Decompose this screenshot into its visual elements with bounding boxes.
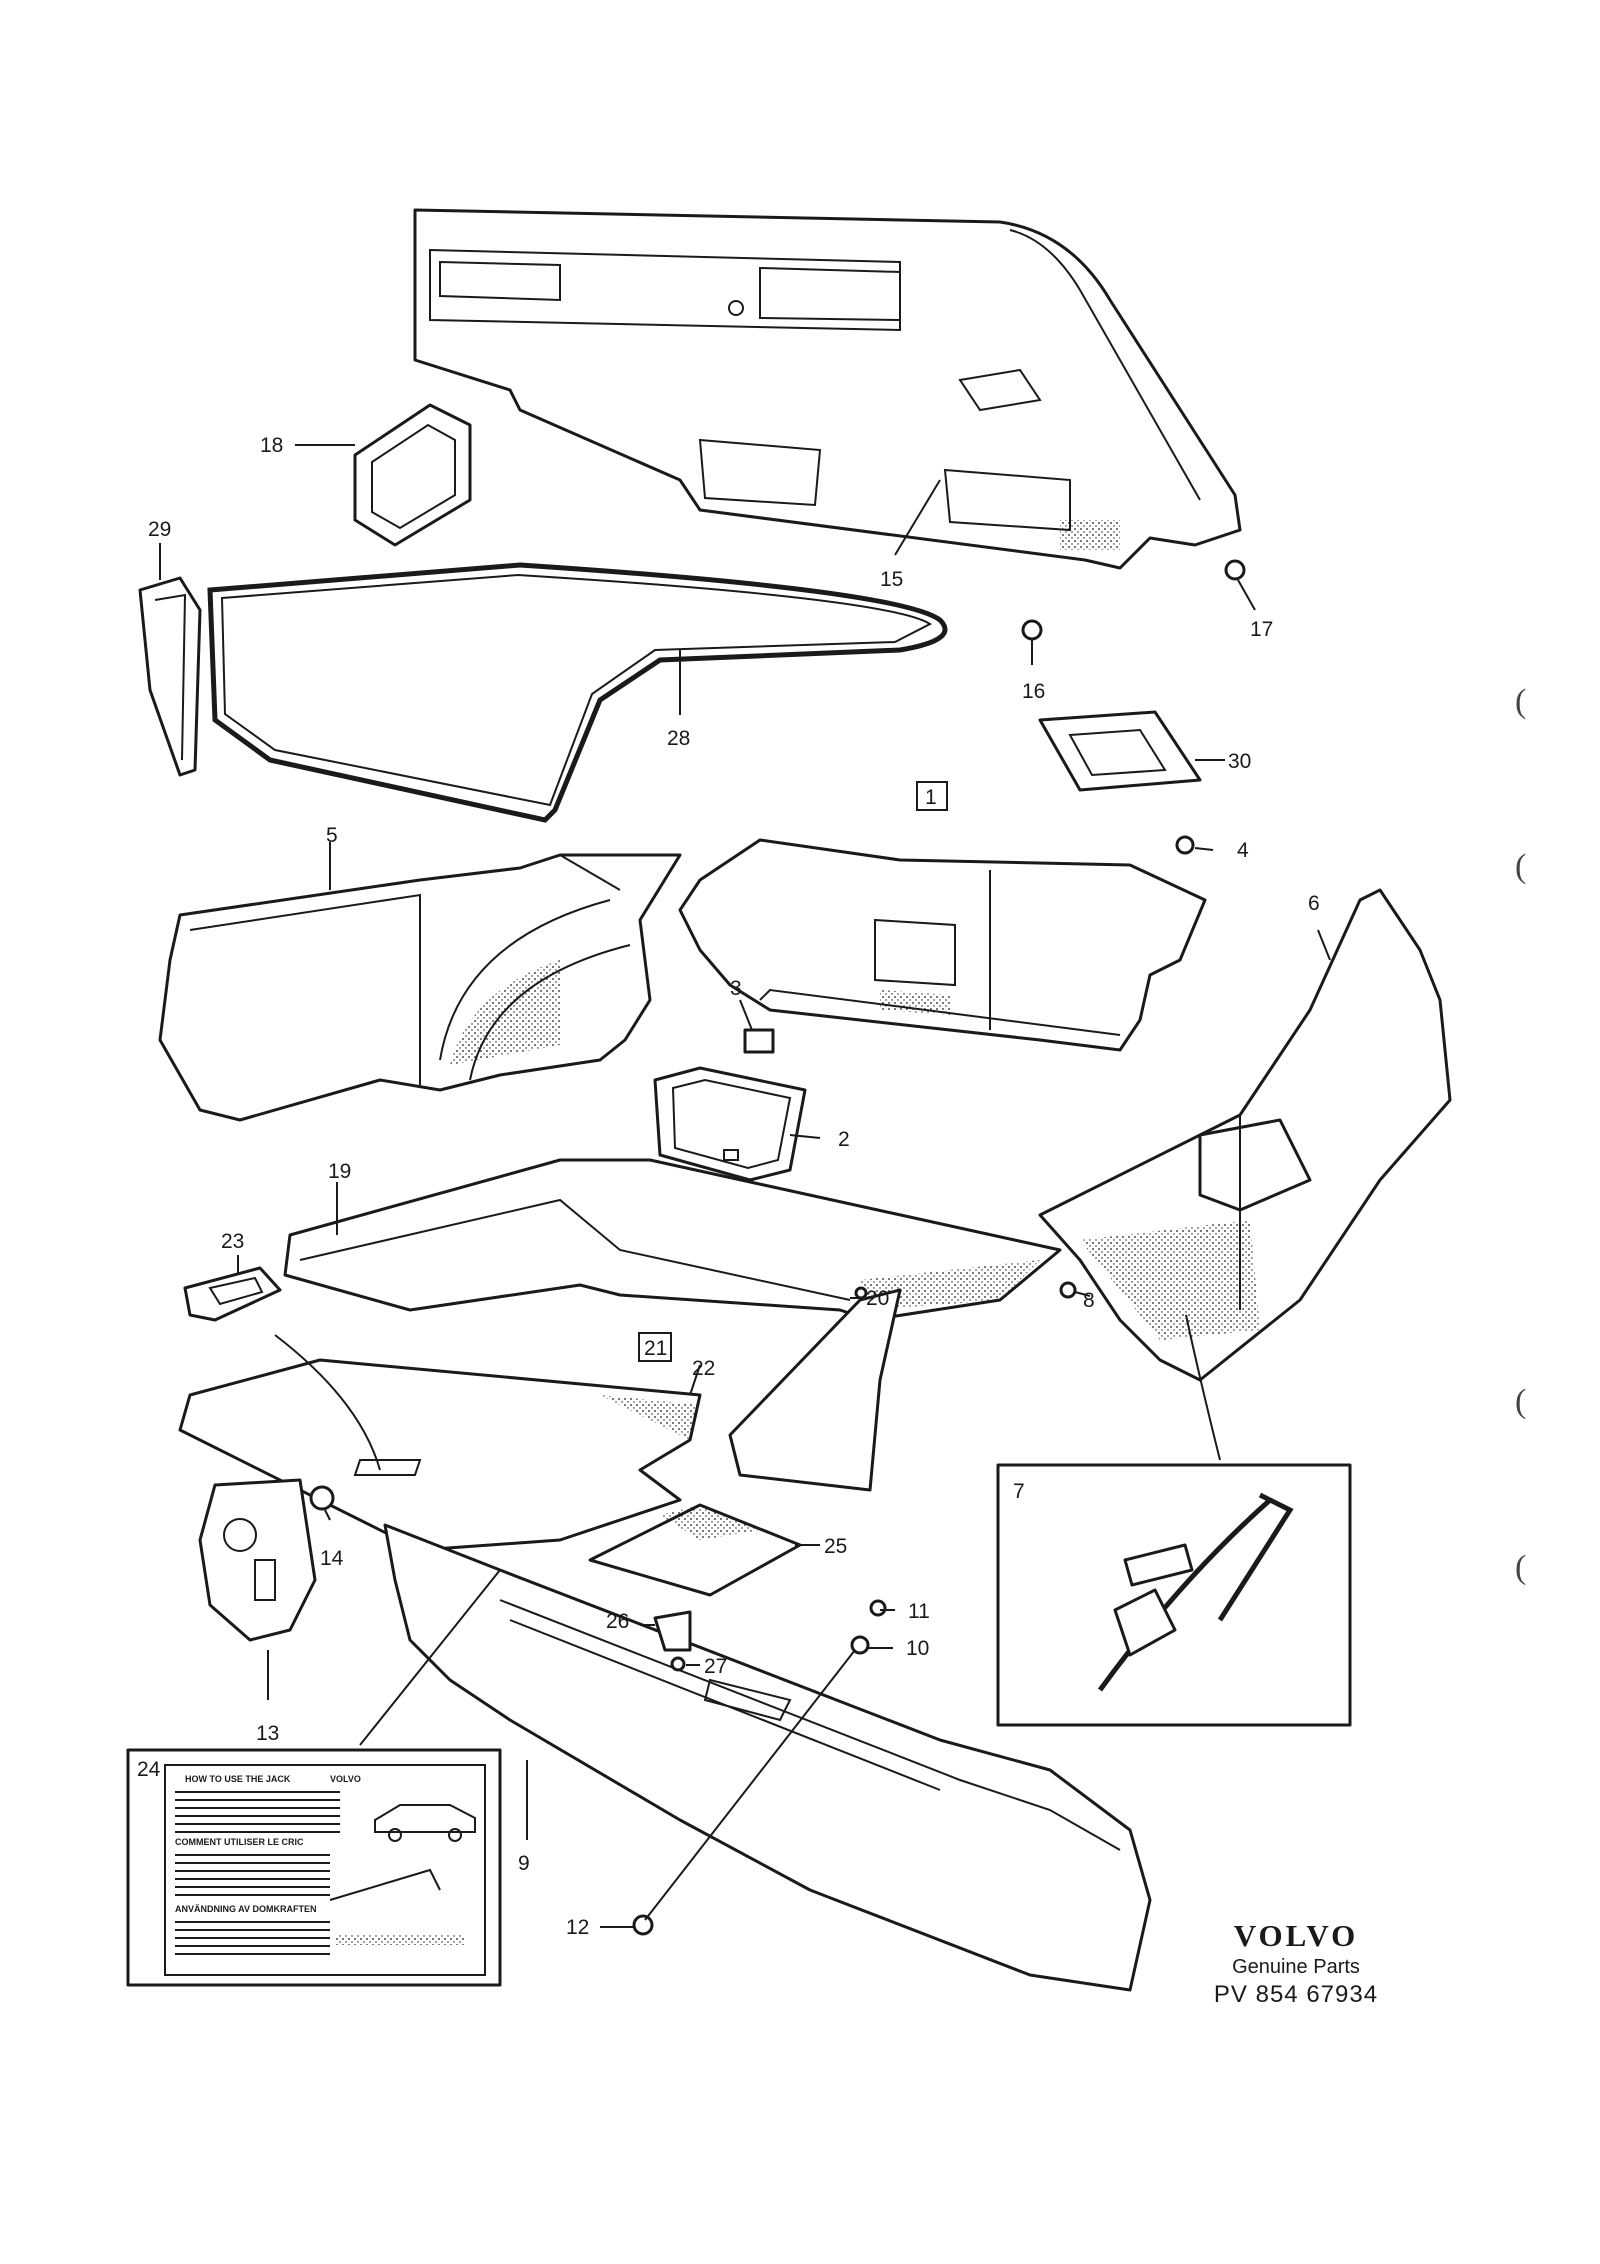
floor-frame-part-19 <box>283 1158 1062 1322</box>
volvo-logo: VOLVO <box>1233 1918 1359 1953</box>
callout-11: 11 <box>908 1600 930 1623</box>
cover-plate-part-2 <box>653 1066 807 1182</box>
corner-trim-part-29 <box>138 576 202 777</box>
callout-18: 18 <box>260 434 283 457</box>
callout-22: 22 <box>692 1357 715 1380</box>
callout-2: 2 <box>838 1128 850 1151</box>
fastener-part-17 <box>1224 559 1246 581</box>
knob-part-14 <box>309 1485 335 1511</box>
callout-12: 12 <box>566 1916 589 1939</box>
part-code: PV 854 67934 <box>1213 1981 1379 2008</box>
callout-13: 13 <box>256 1722 279 1745</box>
callout-10: 10 <box>906 1637 929 1660</box>
callout-8: 8 <box>1083 1289 1095 1312</box>
callout-14: 14 <box>320 1547 344 1570</box>
strap-inset <box>996 1463 1352 1727</box>
screw-part-8 <box>1059 1281 1077 1299</box>
side-insert-part-22 <box>728 1288 902 1492</box>
clip-part-12 <box>632 1914 654 1936</box>
jack-heading-fr: COMMENT UTILISER LE CRIC <box>175 1837 304 1847</box>
callout-23: 23 <box>221 1230 244 1253</box>
right-side-panel-part-6 <box>1038 888 1452 1382</box>
jack-heading-en: HOW TO USE THE JACK <box>185 1774 291 1784</box>
callout-20: 20 <box>866 1287 889 1310</box>
jack-text-lines <box>175 1791 340 1955</box>
rear-panel-part-1 <box>678 838 1207 1052</box>
handle-part-23 <box>183 1266 282 1322</box>
fasteners <box>632 559 1246 1936</box>
margin-mark: ( <box>1515 848 1526 885</box>
callout-6: 6 <box>1308 892 1320 915</box>
callout-30: 30 <box>1228 750 1251 773</box>
margin-mark: ( <box>1515 683 1526 720</box>
sill-cover-part-9 <box>383 1523 1152 1992</box>
clip-part-3 <box>743 1028 775 1054</box>
callout-25: 25 <box>824 1535 847 1558</box>
pad-part-30 <box>1038 710 1202 792</box>
speaker-frame-part-18 <box>353 403 472 547</box>
callout-16: 16 <box>1022 680 1045 703</box>
bracket-part-26 <box>653 1610 692 1652</box>
brand-block: VOLVO Genuine Parts PV 854 67934 <box>1186 1918 1406 2009</box>
callout-17: 17 <box>1250 618 1273 641</box>
floor-mat-part-21 <box>178 1358 702 1552</box>
callout-26: 26 <box>606 1610 629 1633</box>
callout-24: 24 <box>137 1758 161 1781</box>
side-box-part-13 <box>198 1478 317 1642</box>
margin-mark: ( <box>1515 1383 1526 1420</box>
leader-lines <box>159 444 1331 1928</box>
callout-27: 27 <box>704 1655 727 1678</box>
callout-4: 4 <box>1237 839 1249 862</box>
callout-28: 28 <box>667 727 690 750</box>
jack-logo: VOLVO <box>330 1774 361 1784</box>
left-side-panel-part-5 <box>158 853 682 1122</box>
callout-21: 21 <box>644 1337 667 1360</box>
screw-part-27 <box>670 1656 686 1672</box>
washer-part-10 <box>850 1635 870 1655</box>
margin-mark: ( <box>1515 1549 1526 1586</box>
callout-7: 7 <box>1013 1480 1025 1503</box>
callouts: 18 29 15 17 16 28 30 1 5 4 6 3 2 19 23 2… <box>137 434 1320 1939</box>
callout-15: 15 <box>880 568 903 591</box>
screw-part-4 <box>1175 835 1195 855</box>
trunk-seal-part-28 <box>207 562 948 823</box>
rear-shelf-part-15 <box>413 208 1242 570</box>
brand-subtitle: Genuine Parts <box>1232 1956 1360 1978</box>
screw-part-20 <box>854 1286 868 1300</box>
margin-marks: ( ( ( ( <box>1515 683 1526 1586</box>
callout-9: 9 <box>518 1852 530 1875</box>
fastener-part-16 <box>1021 619 1043 641</box>
screw-part-11 <box>869 1599 887 1617</box>
callout-5: 5 <box>326 824 338 847</box>
callout-29: 29 <box>148 518 171 541</box>
callout-19: 19 <box>328 1160 351 1183</box>
jack-heading-sv: ANVÄNDNING AV DOMKRAFTEN <box>175 1904 317 1914</box>
callout-3: 3 <box>730 977 742 1000</box>
callout-1: 1 <box>925 786 937 809</box>
jack-label-part-24: HOW TO USE THE JACK VOLVO COMMENT UTILIS… <box>126 1748 502 1987</box>
